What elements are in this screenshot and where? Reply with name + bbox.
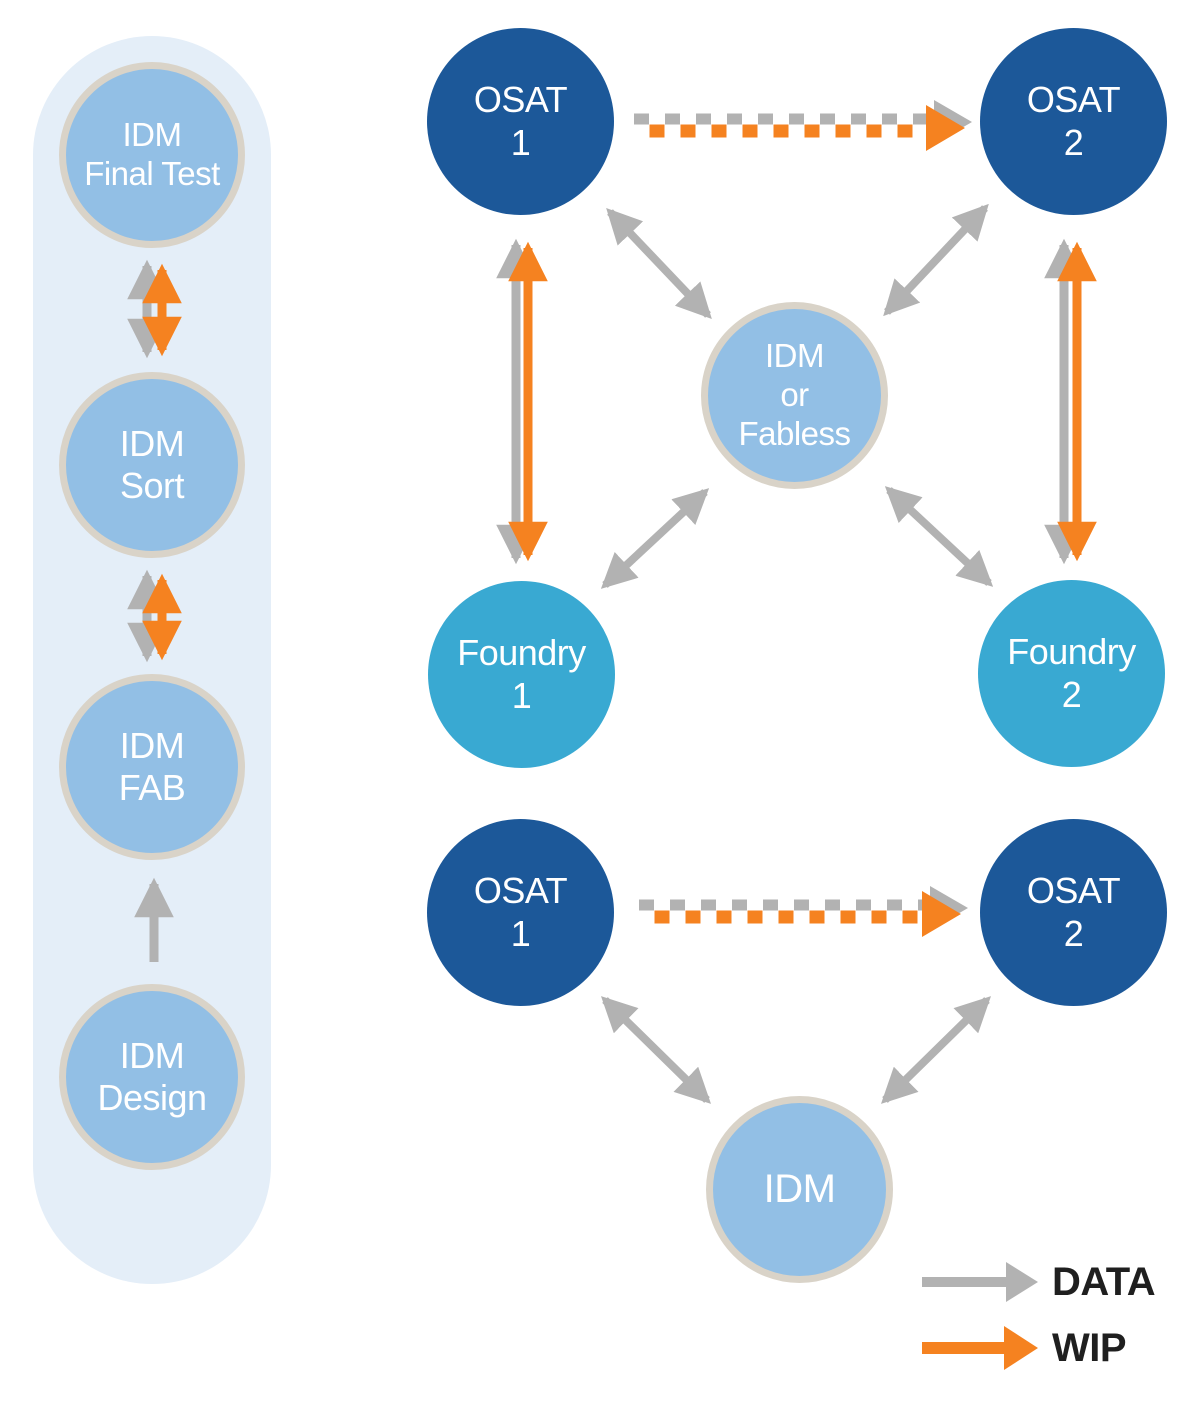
node-idm-sort: IDM Sort — [59, 372, 245, 558]
node-idm-fab-label: IDM FAB — [118, 724, 186, 808]
arrow-osat2b-idm-data — [881, 996, 991, 1104]
node-idm-design: IDM Design — [59, 984, 245, 1170]
node-top-osat-2-label: OSAT 2 — [1026, 79, 1121, 163]
node-bottom-idm-label: IDM — [763, 1166, 836, 1211]
node-idm-sort-label: IDM Sort — [119, 422, 185, 506]
legend: DATA WIP — [920, 1257, 1156, 1373]
node-top-osat-1: OSAT 1 — [427, 28, 614, 215]
node-bottom-osat-1-label: OSAT 1 — [473, 870, 568, 954]
legend-label-wip: WIP — [1052, 1325, 1127, 1370]
arrow-foundry1-idmfabless-data — [600, 488, 710, 589]
arrow-osat1b-idm-data — [601, 996, 711, 1104]
arrow-osat2-idmfabless-data — [883, 203, 989, 317]
legend-item-data: DATA — [920, 1257, 1156, 1307]
node-bottom-osat-2-label: OSAT 2 — [1026, 870, 1121, 954]
node-idm-fab: IDM FAB — [59, 674, 245, 860]
node-foundry-2: Foundry 2 — [978, 580, 1165, 767]
node-idm-final-test-label: IDM Final Test — [84, 116, 220, 192]
node-top-osat-2: OSAT 2 — [980, 28, 1167, 215]
node-foundry-1: Foundry 1 — [428, 581, 615, 768]
arrow-osat1-osat2-dashed — [634, 100, 972, 151]
node-idm-final-test: IDM Final Test — [59, 62, 245, 248]
wip-arrow-icon — [922, 1326, 1038, 1370]
data-arrow-icon — [922, 1262, 1038, 1302]
node-bottom-osat-1: OSAT 1 — [427, 819, 614, 1006]
node-bottom-osat-2: OSAT 2 — [980, 819, 1167, 1006]
arrow-osat1-idmfabless-data — [606, 207, 712, 320]
node-bottom-idm: IDM — [706, 1096, 893, 1283]
node-top-osat-1-label: OSAT 1 — [473, 79, 568, 163]
node-foundry-1-label: Foundry 1 — [457, 632, 586, 716]
node-idm-or-fabless-label: IDM or Fabless — [738, 337, 851, 452]
legend-item-wip: WIP — [920, 1323, 1155, 1373]
node-idm-design-label: IDM Design — [97, 1034, 207, 1118]
arrow-foundry2-idmfabless-data — [884, 486, 994, 587]
legend-label-data: DATA — [1052, 1259, 1156, 1304]
node-foundry-2-label: Foundry 2 — [1007, 631, 1136, 715]
arrow-osat1b-osat2b-dashed — [639, 886, 968, 937]
node-idm-or-fabless: IDM or Fabless — [701, 302, 888, 489]
